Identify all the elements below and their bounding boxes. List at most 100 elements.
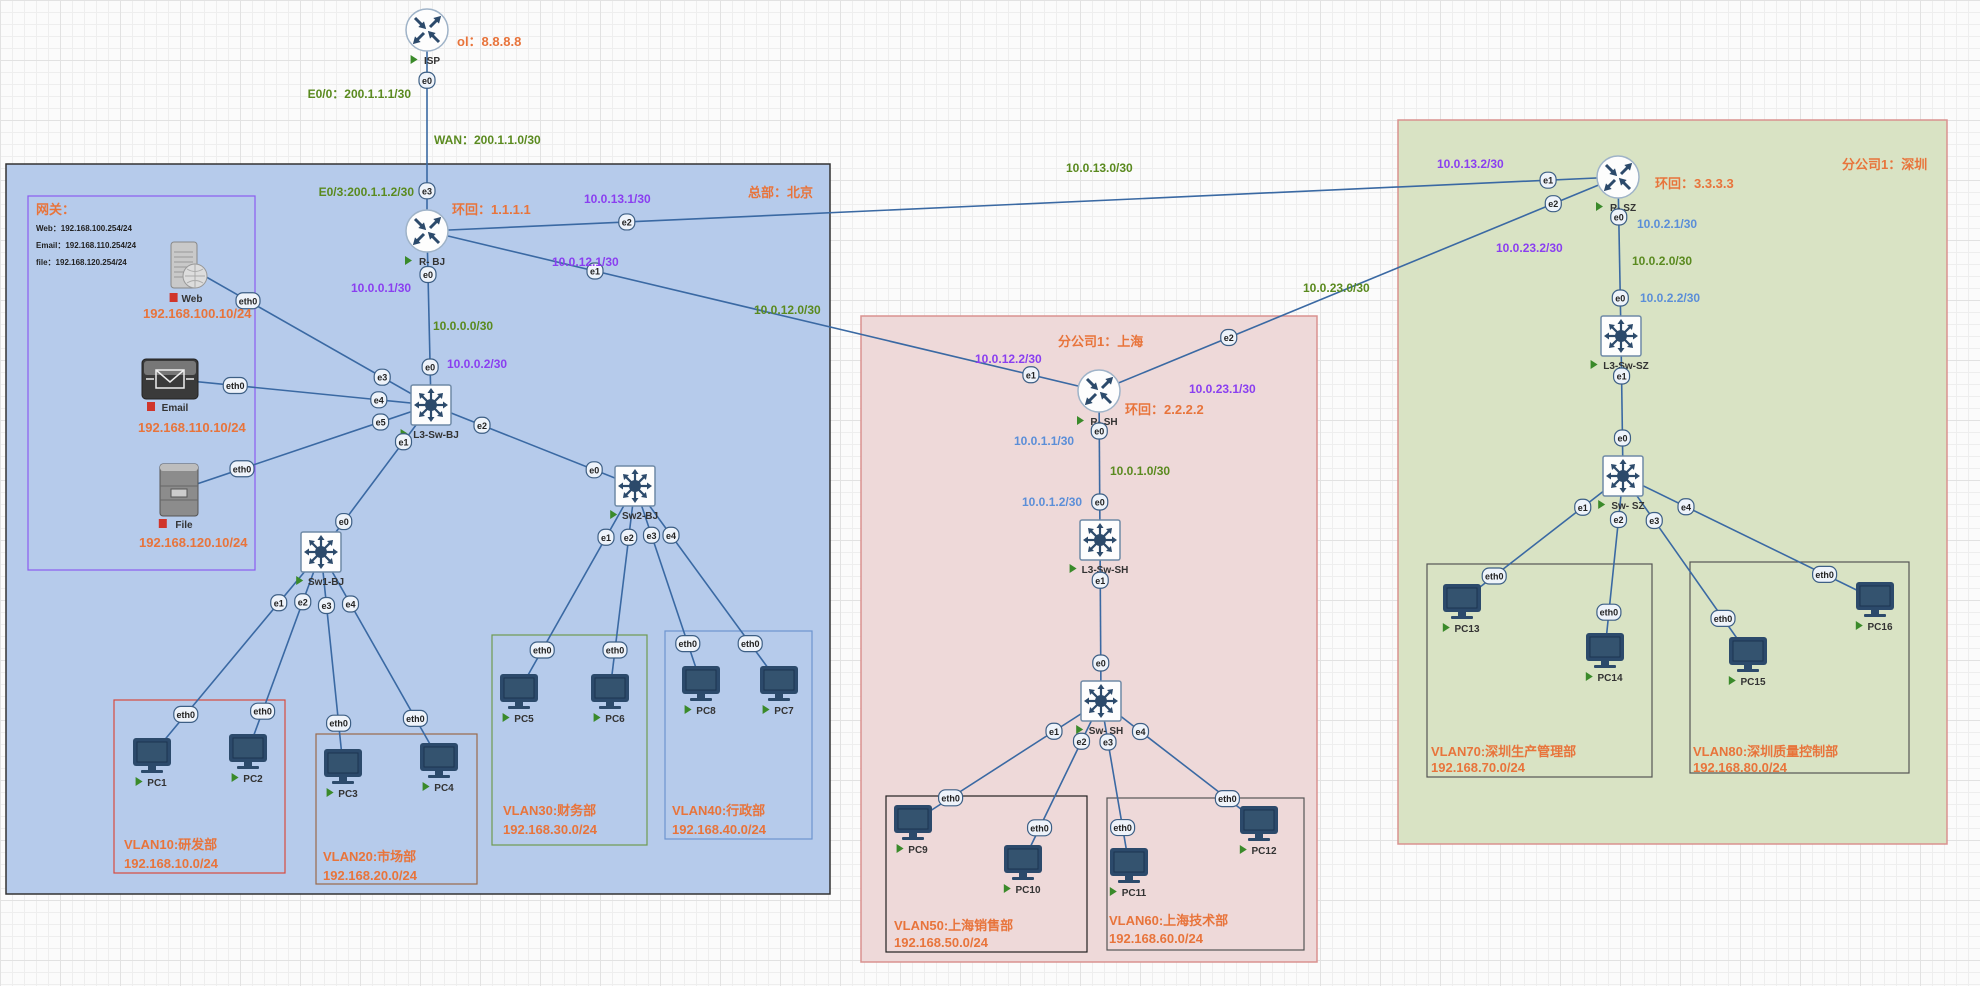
port-isp-e0[interactable]: e0 — [418, 71, 436, 89]
port-rsz-e2[interactable]: e2 — [1544, 195, 1562, 213]
link-file-l3bj[interactable] — [178, 404, 432, 491]
port-l3sh-e1[interactable]: e1 — [1091, 571, 1109, 589]
link-swsz-pc14[interactable] — [1604, 475, 1624, 651]
port-sw2-e4[interactable]: e4 — [662, 526, 680, 544]
link-l3sh-swsh[interactable] — [1099, 539, 1102, 702]
port-rsz-e1[interactable]: e1 — [1539, 171, 1557, 189]
node-pc2[interactable]: PC2 — [229, 734, 267, 785]
node-pc14[interactable]: PC14 — [1585, 633, 1624, 684]
port-pc4-eth0[interactable]: eth0 — [402, 709, 428, 728]
node-pc4[interactable]: PC4 — [420, 743, 458, 794]
group-branch-shenzhen[interactable] — [1397, 119, 1948, 845]
port-swsz-e4[interactable]: e4 — [1677, 498, 1695, 516]
link-rsh-l3sh[interactable] — [1098, 390, 1101, 541]
node-email[interactable]: Email — [141, 358, 199, 414]
port-swsz-e1[interactable]: e1 — [1574, 498, 1592, 516]
port-l3bj-e3[interactable]: e3 — [373, 368, 391, 386]
node-swsh[interactable]: Sw- SH — [1076, 680, 1123, 737]
node-pc6[interactable]: PC6 — [591, 674, 629, 725]
port-pc3-eth0[interactable]: eth0 — [326, 714, 352, 732]
port-l3bj-e1[interactable]: e1 — [394, 433, 413, 451]
node-rsz[interactable]: R- SZ — [1596, 155, 1640, 214]
port-pc5-eth0[interactable]: eth0 — [529, 641, 555, 659]
port-pc1-eth0[interactable]: eth0 — [173, 705, 199, 724]
port-swsz-e2[interactable]: e2 — [1609, 510, 1628, 529]
port-swsh-e1[interactable]: e1 — [1045, 722, 1063, 740]
port-pc2-eth0[interactable]: eth0 — [250, 702, 276, 720]
port-web-eth0[interactable]: eth0 — [235, 292, 261, 310]
node-pc7[interactable]: PC7 — [760, 666, 798, 717]
port-pc15-eth0[interactable]: eth0 — [1710, 609, 1736, 628]
port-rsz-e0[interactable]: e0 — [1610, 208, 1628, 226]
group-hq-beijing[interactable] — [5, 163, 831, 895]
node-pc1[interactable]: PC1 — [133, 738, 171, 789]
port-pc16-eth0[interactable]: eth0 — [1811, 565, 1838, 584]
node-l3sh[interactable]: L3-Sw-SH — [1069, 519, 1129, 576]
port-l3sz-e1[interactable]: e1 — [1612, 367, 1631, 385]
link-email-l3bj[interactable] — [169, 378, 432, 406]
port-sw1-e2[interactable]: e2 — [294, 593, 312, 611]
port-swsz-e0[interactable]: e0 — [1613, 429, 1632, 447]
port-sw1-e4[interactable]: e4 — [341, 595, 360, 613]
port-sw1-e1[interactable]: e1 — [270, 594, 288, 612]
port-swsh-e3[interactable]: e3 — [1099, 733, 1117, 751]
node-rbj[interactable]: R- BJ — [405, 209, 449, 268]
port-swsh-e4[interactable]: e4 — [1131, 722, 1150, 741]
node-isp[interactable]: ISP — [405, 8, 449, 67]
port-swsh-e0[interactable]: e0 — [1092, 654, 1110, 672]
port-pc6-eth0[interactable]: eth0 — [602, 641, 628, 659]
node-swsz[interactable]: Sw- SZ — [1598, 455, 1645, 512]
port-rsh-e1[interactable]: e1 — [1022, 366, 1040, 384]
port-rbj-e3[interactable]: e3 — [418, 182, 436, 200]
port-sw2-e0[interactable]: e0 — [585, 461, 603, 479]
port-swsh-e2[interactable]: e2 — [1072, 732, 1091, 750]
node-pc9[interactable]: PC9 — [894, 805, 932, 856]
port-l3sz-e0[interactable]: e0 — [1611, 289, 1629, 307]
link-rbj-rsh[interactable] — [426, 230, 1100, 392]
group-branch-shanghai[interactable] — [860, 315, 1318, 963]
group-vlan70[interactable] — [1426, 563, 1653, 778]
node-pc12[interactable]: PC12 — [1239, 806, 1278, 857]
port-sw1-e0[interactable]: e0 — [335, 512, 353, 531]
port-rbj-e2[interactable]: e2 — [618, 213, 636, 231]
link-rsz-l3sz[interactable] — [1617, 176, 1622, 337]
port-pc7-eth0[interactable]: eth0 — [737, 634, 763, 653]
port-swsz-e3[interactable]: e3 — [1645, 511, 1663, 530]
link-rbj-l3bj[interactable] — [426, 230, 432, 406]
link-l3sz-swsz[interactable] — [1620, 335, 1624, 477]
node-pc16[interactable]: PC16 — [1855, 582, 1894, 633]
port-pc14-eth0[interactable]: eth0 — [1596, 603, 1622, 621]
node-pc8[interactable]: PC8 — [682, 666, 720, 717]
link-web-l3bj[interactable] — [186, 265, 432, 406]
port-pc12-eth0[interactable]: eth0 — [1214, 789, 1241, 808]
port-sw1-e3[interactable]: e3 — [317, 596, 336, 615]
port-sw2-e1[interactable]: e1 — [597, 528, 615, 546]
node-sw1[interactable]: Sw1-BJ — [296, 531, 344, 588]
port-sw2-e2[interactable]: e2 — [620, 528, 638, 546]
group-vlan30[interactable] — [491, 634, 648, 846]
group-vlan50[interactable] — [885, 795, 1088, 953]
port-l3sh-e0[interactable]: e0 — [1091, 493, 1109, 511]
node-l3sz[interactable]: L3-Sw-SZ — [1590, 315, 1649, 372]
group-vlan60[interactable] — [1106, 797, 1305, 951]
port-rsh-e0[interactable]: e0 — [1090, 422, 1108, 440]
port-file-eth0[interactable]: eth0 — [229, 460, 255, 478]
port-l3bj-e5[interactable]: e5 — [372, 413, 390, 431]
port-rsh-e2[interactable]: e2 — [1220, 328, 1238, 347]
port-email-eth0[interactable]: eth0 — [222, 376, 248, 395]
group-vlan40[interactable] — [664, 630, 813, 840]
port-l3bj-e0[interactable]: e0 — [421, 358, 439, 376]
node-pc11[interactable]: PC11 — [1109, 848, 1148, 899]
port-pc10-eth0[interactable]: eth0 — [1026, 819, 1053, 837]
node-pc10[interactable]: PC10 — [1003, 845, 1042, 896]
link-swsh-pc11[interactable] — [1100, 700, 1130, 866]
port-l3bj-e2[interactable]: e2 — [473, 416, 491, 434]
node-pc15[interactable]: PC15 — [1728, 637, 1767, 688]
node-pc3[interactable]: PC3 — [324, 749, 362, 800]
node-pc13[interactable]: PC13 — [1442, 584, 1481, 635]
port-pc13-eth0[interactable]: eth0 — [1481, 567, 1507, 585]
port-pc8-eth0[interactable]: eth0 — [675, 634, 701, 653]
link-rsh-rsz[interactable] — [1098, 176, 1619, 392]
port-pc11-eth0[interactable]: eth0 — [1110, 818, 1136, 837]
